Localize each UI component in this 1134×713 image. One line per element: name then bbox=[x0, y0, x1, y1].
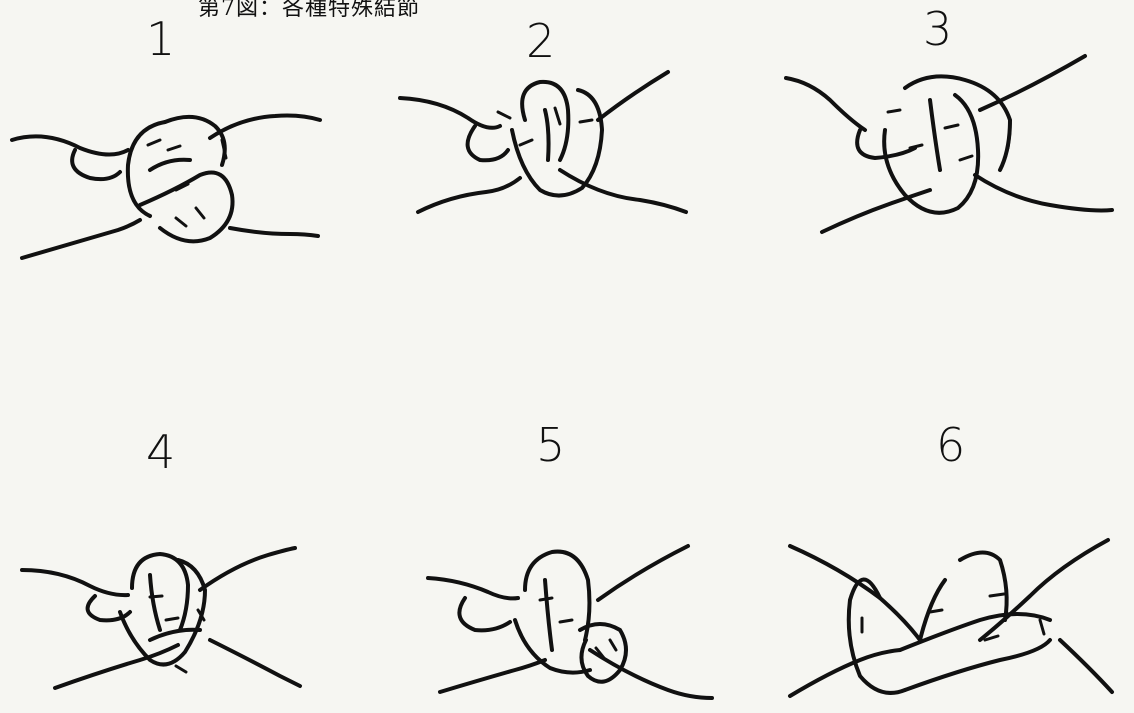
knot-1-drawing bbox=[12, 116, 320, 259]
knot-5-drawing bbox=[428, 546, 712, 698]
knot-6-drawing bbox=[790, 540, 1112, 696]
knot-4-drawing bbox=[22, 548, 300, 688]
knot-2-drawing bbox=[400, 72, 686, 212]
knot-3-drawing bbox=[786, 56, 1112, 232]
